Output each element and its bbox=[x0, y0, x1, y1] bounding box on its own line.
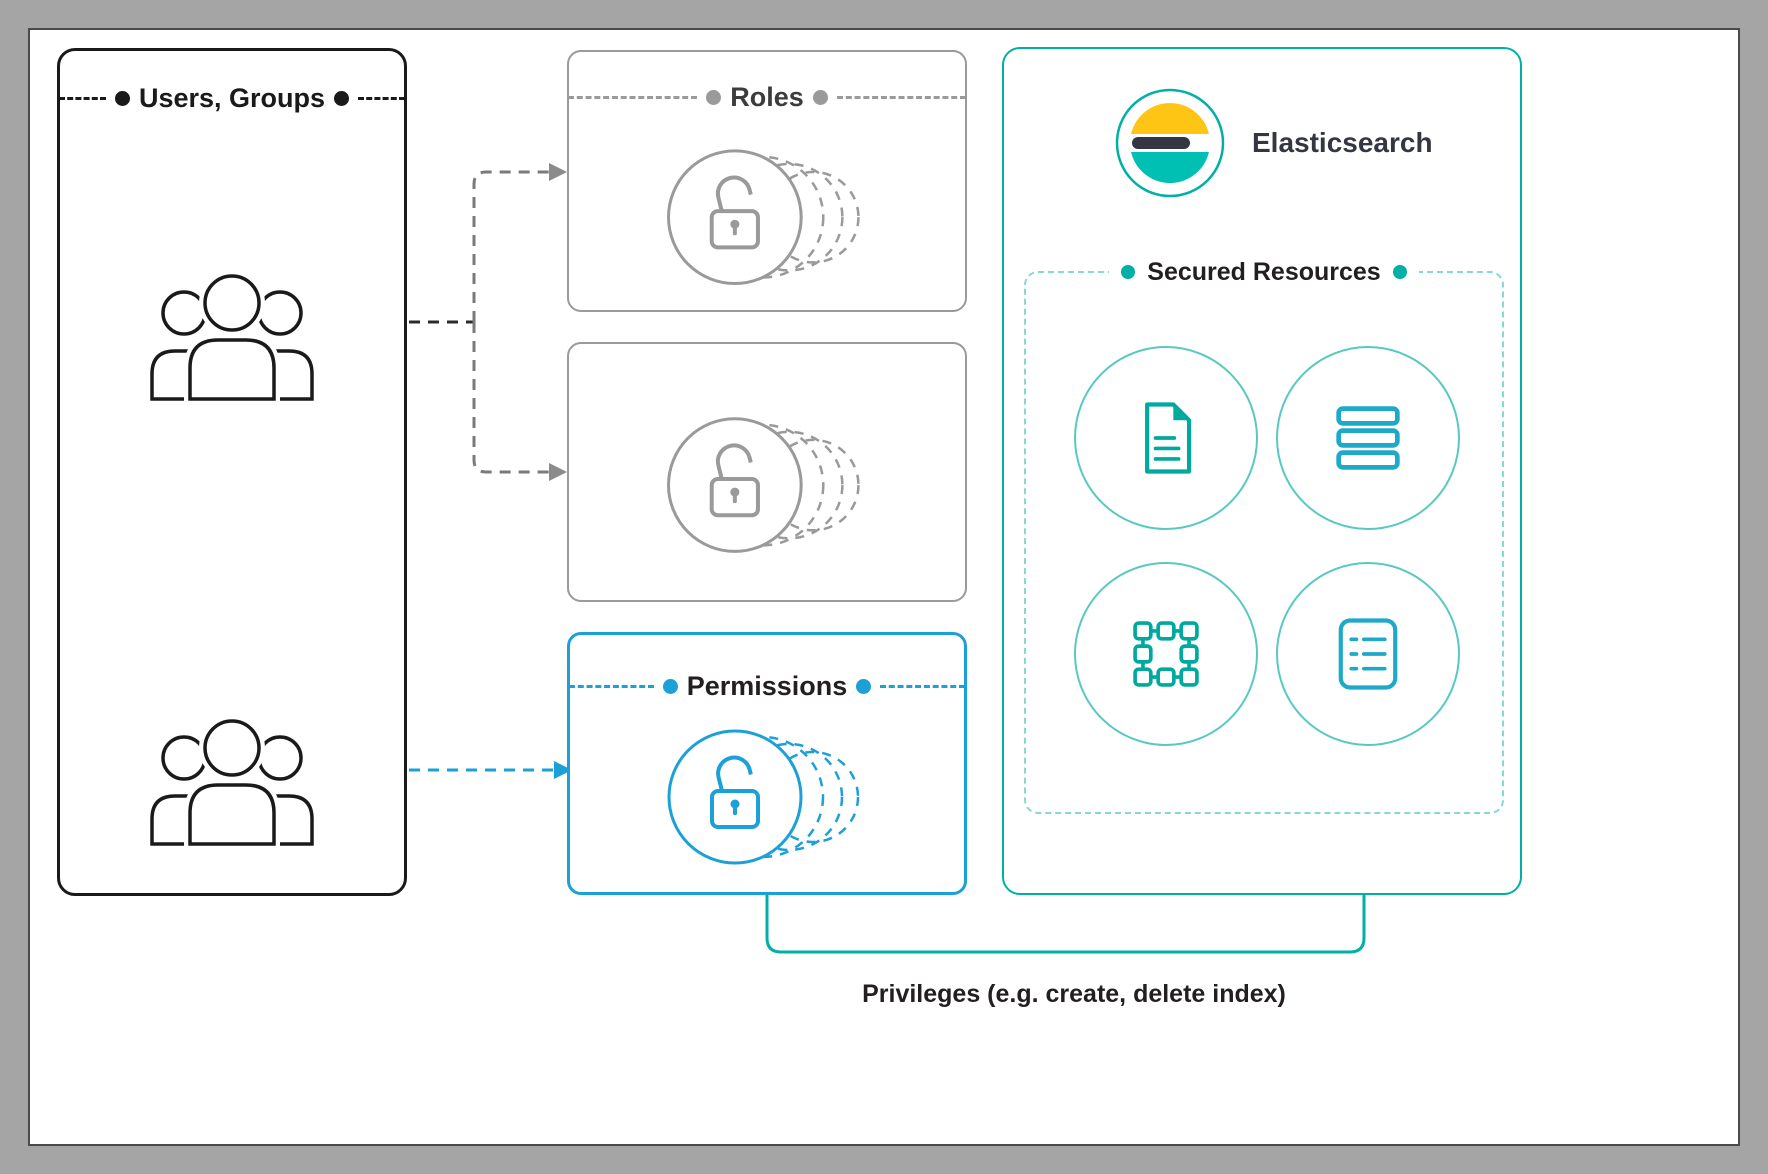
title-dot bbox=[662, 679, 678, 694]
dashed-line bbox=[569, 685, 654, 688]
title-dot bbox=[1392, 265, 1407, 279]
role1-arrowhead-icon bbox=[549, 163, 567, 181]
title-dot bbox=[334, 91, 350, 106]
title-dot bbox=[856, 679, 872, 694]
title-dot bbox=[812, 90, 828, 105]
permissions-title-row: Permissions bbox=[569, 671, 966, 701]
roles-box-secondary bbox=[567, 342, 967, 602]
index-stack-icon bbox=[1336, 406, 1400, 470]
branch-to-role2-connector bbox=[472, 322, 549, 474]
secured-resources-title-pill: Secured Resources bbox=[1109, 257, 1419, 287]
resource-index-list bbox=[1276, 562, 1460, 746]
dashed-line bbox=[358, 97, 405, 100]
index-list-icon bbox=[1338, 618, 1398, 690]
roles-title: Roles bbox=[730, 82, 804, 112]
branch-to-role1-connector bbox=[472, 170, 549, 322]
role2-arrowhead-icon bbox=[549, 463, 567, 481]
users-groups-box: Users, Groups bbox=[57, 48, 407, 896]
users-group-icon bbox=[150, 270, 314, 401]
secured-resources-title-row: Secured Resources bbox=[1026, 257, 1502, 287]
dashed-line bbox=[880, 685, 966, 688]
users-group-icon bbox=[150, 715, 314, 846]
title-dot bbox=[706, 90, 722, 105]
secured-resources-box: Secured Resources bbox=[1024, 257, 1504, 814]
title-dot bbox=[114, 91, 130, 106]
role-lock-icon bbox=[666, 149, 860, 286]
dashed-line bbox=[836, 96, 966, 99]
permissions-box: Permissions bbox=[567, 632, 967, 895]
roles-title-row: Roles bbox=[568, 84, 966, 111]
permission-lock-icon bbox=[667, 729, 860, 865]
elasticsearch-header: Elasticsearch bbox=[1114, 87, 1433, 199]
dashed-line bbox=[568, 96, 698, 99]
role-lock-icon bbox=[666, 417, 860, 553]
title-dot bbox=[1121, 265, 1136, 279]
document-icon bbox=[1145, 402, 1192, 474]
cluster-icon bbox=[1133, 621, 1199, 687]
resource-index-stack bbox=[1276, 346, 1460, 530]
elasticsearch-title: Elasticsearch bbox=[1252, 127, 1433, 158]
resource-document bbox=[1074, 346, 1258, 530]
secured-resources-title: Secured Resources bbox=[1147, 258, 1381, 286]
roles-box: Roles bbox=[567, 50, 967, 312]
dashed-line bbox=[59, 97, 106, 100]
elasticsearch-logo-icon bbox=[1115, 88, 1225, 198]
privileges-caption: Privileges (e.g. create, delete index) bbox=[862, 980, 1286, 1008]
diagram-canvas: Users, Groups bbox=[28, 28, 1740, 1146]
resource-cluster bbox=[1074, 562, 1258, 746]
elasticsearch-box: Elasticsearch Secured Resources bbox=[1002, 47, 1522, 895]
users-groups-title: Users, Groups bbox=[138, 83, 326, 113]
users-groups-title-row: Users, Groups bbox=[59, 85, 405, 112]
permissions-title: Permissions bbox=[686, 671, 848, 701]
